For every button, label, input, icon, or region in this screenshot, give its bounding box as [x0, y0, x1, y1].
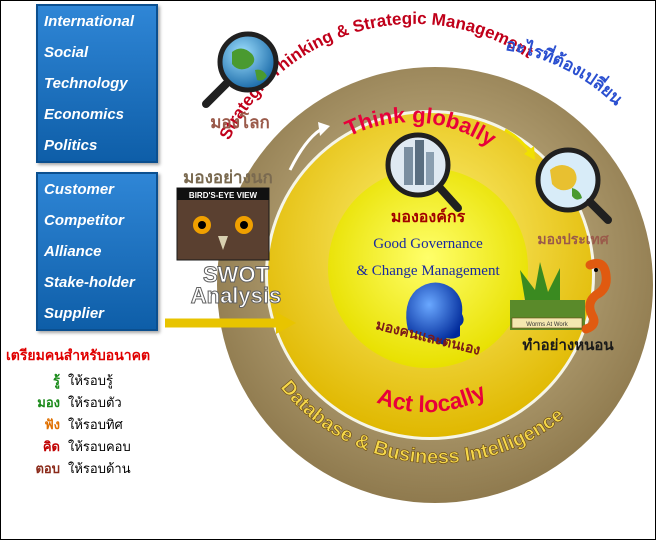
prep-row-key: รู้ — [53, 374, 60, 389]
country-label: มองประเทศ — [537, 232, 609, 248]
prep-row: มอง ให้รอบตัว — [12, 392, 122, 413]
prep-row-key: คิด — [42, 440, 60, 455]
stakeholder-item: Stake-holder — [44, 274, 135, 291]
swot-arrow-head — [276, 312, 296, 334]
world-label: มองโลก — [210, 112, 270, 133]
white-arrow-head — [318, 122, 330, 136]
birds-eye-badge: BIRD'S-EYE VIEW — [189, 191, 258, 200]
swot-label-2: Analysis — [191, 283, 282, 308]
center-circle — [328, 168, 528, 368]
yellow-arrow-head — [524, 146, 535, 160]
stakeholder-item: Customer — [44, 181, 115, 198]
prep-row-value: ให้รอบด้าน — [68, 462, 131, 477]
country-magnifier-icon — [535, 147, 612, 224]
organization-magnifier-icon — [385, 132, 462, 212]
head-icon — [406, 282, 464, 346]
prep-row: ตอบ ให้รอบด้าน — [12, 458, 131, 479]
bird-label: มองอย่างนก — [183, 168, 273, 188]
swot-label-1: SWOT — [203, 262, 270, 287]
organization-label: มององค์กร — [391, 207, 466, 226]
white-arrow — [288, 128, 321, 171]
prep-row-value: ให้รอบรู้ — [68, 374, 113, 389]
worms-image — [510, 258, 611, 334]
prep-title: เตรียมคนสำหรับอนาคต — [6, 348, 151, 364]
worm-label: ทำอย่างหนอน — [522, 336, 614, 354]
prep-row-key: ฟัง — [44, 418, 60, 433]
stakeholder-item: Competitor — [44, 212, 124, 229]
prep-row: คิด ให้รอบคอบ — [12, 436, 131, 457]
macro-factor-item: Economics — [44, 106, 125, 123]
prep-row-value: ให้รอบทิศ — [68, 418, 123, 433]
prep-row: รู้ ให้รอบรู้ — [12, 370, 113, 391]
macro-factor-item: Politics — [44, 137, 98, 154]
prep-row-key: ตอบ — [35, 462, 60, 477]
prep-row-value: ให้รอบตัว — [68, 396, 122, 411]
macro-factor-item: Social — [44, 44, 89, 61]
stakeholder-item: Alliance — [44, 243, 102, 260]
stakeholder-item: Supplier — [44, 305, 105, 322]
macro-factor-item: Technology — [44, 75, 128, 92]
center-line-2: & Change Management — [356, 263, 500, 279]
yellow-arrow — [504, 128, 532, 153]
macro-factor-item: International — [44, 13, 135, 30]
worms-sign: Worms At Work — [526, 322, 568, 328]
owl-image — [176, 187, 270, 261]
center-line-1: Good Governance — [373, 236, 483, 252]
prep-row-value: ให้รอบคอบ — [68, 440, 131, 455]
prep-row-key: มอง — [37, 396, 60, 411]
world-magnifier-icon — [202, 31, 279, 108]
prep-row: ฟัง ให้รอบทิศ — [12, 414, 123, 435]
